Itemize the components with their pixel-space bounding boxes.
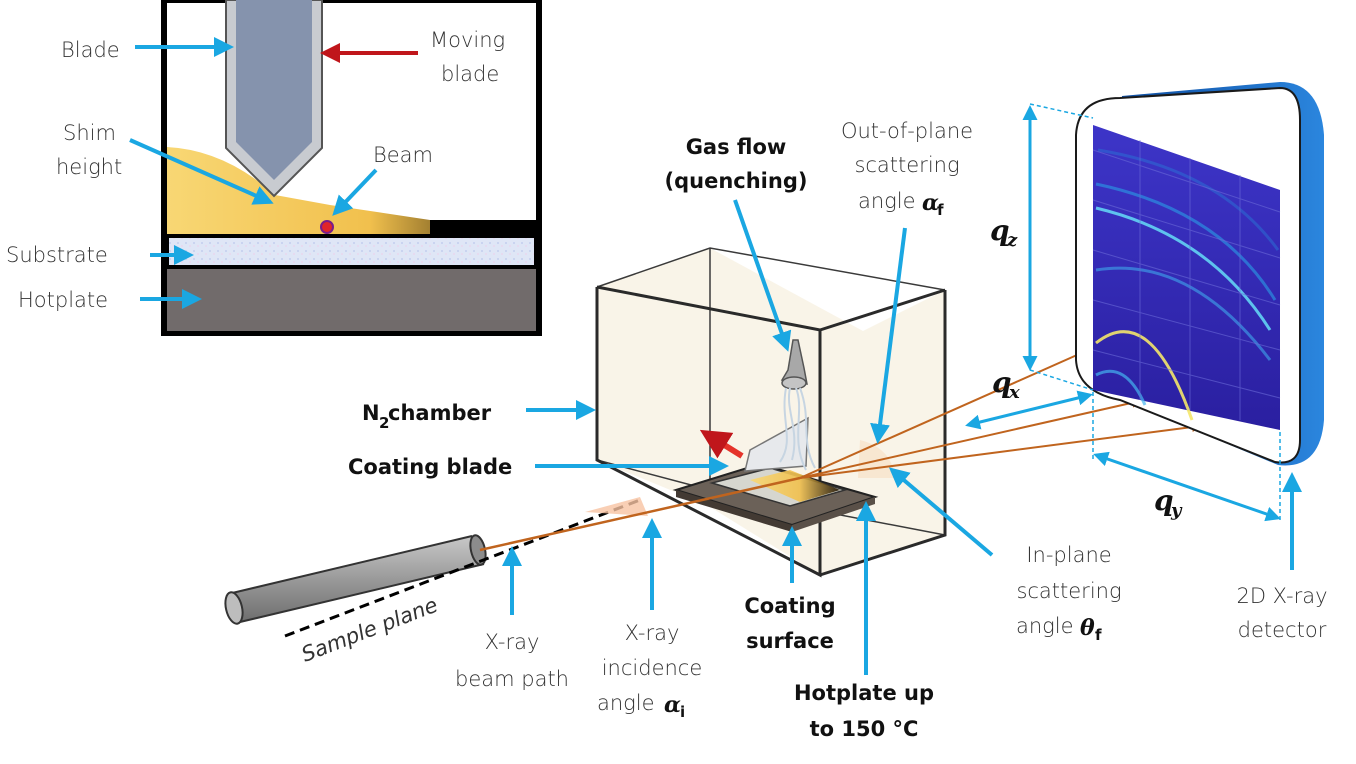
hotplate-label-2: to 150 °C (810, 717, 919, 741)
coating-blade-move-arrow (699, 429, 744, 459)
xray-tube-body (228, 536, 484, 622)
beam-dot (320, 220, 334, 234)
qz-subscript: z (1006, 230, 1018, 251)
qx-subscript: x (1008, 382, 1020, 403)
hotplate-layer (167, 269, 536, 331)
xray-tube-end (224, 591, 244, 625)
oop-label-2: scattering (854, 153, 959, 177)
qz-label: q (990, 214, 1010, 247)
xray-detector (1075, 82, 1324, 466)
shim-arrow (129, 138, 274, 205)
inplane-label-1: In-plane (1026, 543, 1111, 567)
shim-label-1: Shim (63, 121, 116, 145)
film-edge (430, 220, 536, 236)
oop-label-1: Out-of-plane (841, 119, 973, 143)
incidence-subscript: i (680, 703, 685, 721)
n2-label-main: N (362, 401, 380, 425)
inplane-label-3: angle (1016, 614, 1074, 638)
incidence-label-2: incidence (602, 656, 703, 680)
beam-path-label-1: X-ray (485, 630, 540, 654)
inplane-label-2: scattering (1016, 579, 1121, 603)
substrate-layer (165, 234, 538, 269)
hotplate-label-1: Hotplate up (794, 681, 934, 705)
hotplate-label: Hotplate (18, 288, 108, 312)
coating-surface-label-2: surface (746, 629, 834, 653)
beam-arrow (332, 168, 378, 216)
inset-panel: Blade Moving blade Shim height Beam Subs… (6, 0, 542, 336)
incidence-angle-wedge (585, 497, 648, 516)
oop-label-3: angle (858, 189, 916, 213)
oop-subscript: f (937, 201, 944, 219)
inplane-symbol: θ (1080, 615, 1095, 641)
incidence-label-1: X-ray (625, 621, 680, 645)
coating-blade-label: Coating blade (348, 455, 512, 479)
callout-arrows (502, 199, 1302, 675)
detector-label-1: 2D X-ray (1236, 584, 1327, 608)
inplane-subscript: f (1095, 626, 1102, 644)
beam-path-label-2: beam path (455, 667, 569, 691)
detector-label-2: detector (1238, 618, 1327, 642)
qy-subscript: y (1170, 500, 1183, 521)
n2-subscript: 2 (379, 414, 389, 432)
incidence-label-3: angle (597, 691, 655, 715)
gas-flow-label-1: Gas flow (686, 135, 787, 159)
qx-label: q (992, 366, 1012, 399)
coating-solution (167, 147, 536, 236)
moving-blade-label-1: Moving (430, 28, 505, 52)
substrate-label: Substrate (6, 243, 108, 267)
qy-label: q (1154, 484, 1174, 517)
beam-label: Beam (373, 143, 433, 167)
chamber-hotplate (672, 462, 879, 532)
incidence-symbol: α (664, 692, 681, 718)
q-axes (965, 103, 1281, 522)
n2-label-rest: chamber (388, 401, 492, 425)
blade-inner (236, 0, 312, 180)
coating-surface-label-1: Coating (744, 594, 835, 618)
xray-source (224, 534, 487, 625)
moving-blade-label-2: blade (441, 62, 499, 86)
gas-flow-label-2: (quenching) (665, 169, 808, 193)
gas-nozzle (779, 339, 816, 471)
oop-symbol: α (922, 190, 939, 216)
blade-label: Blade (61, 38, 120, 62)
shim-label-2: height (56, 155, 122, 179)
